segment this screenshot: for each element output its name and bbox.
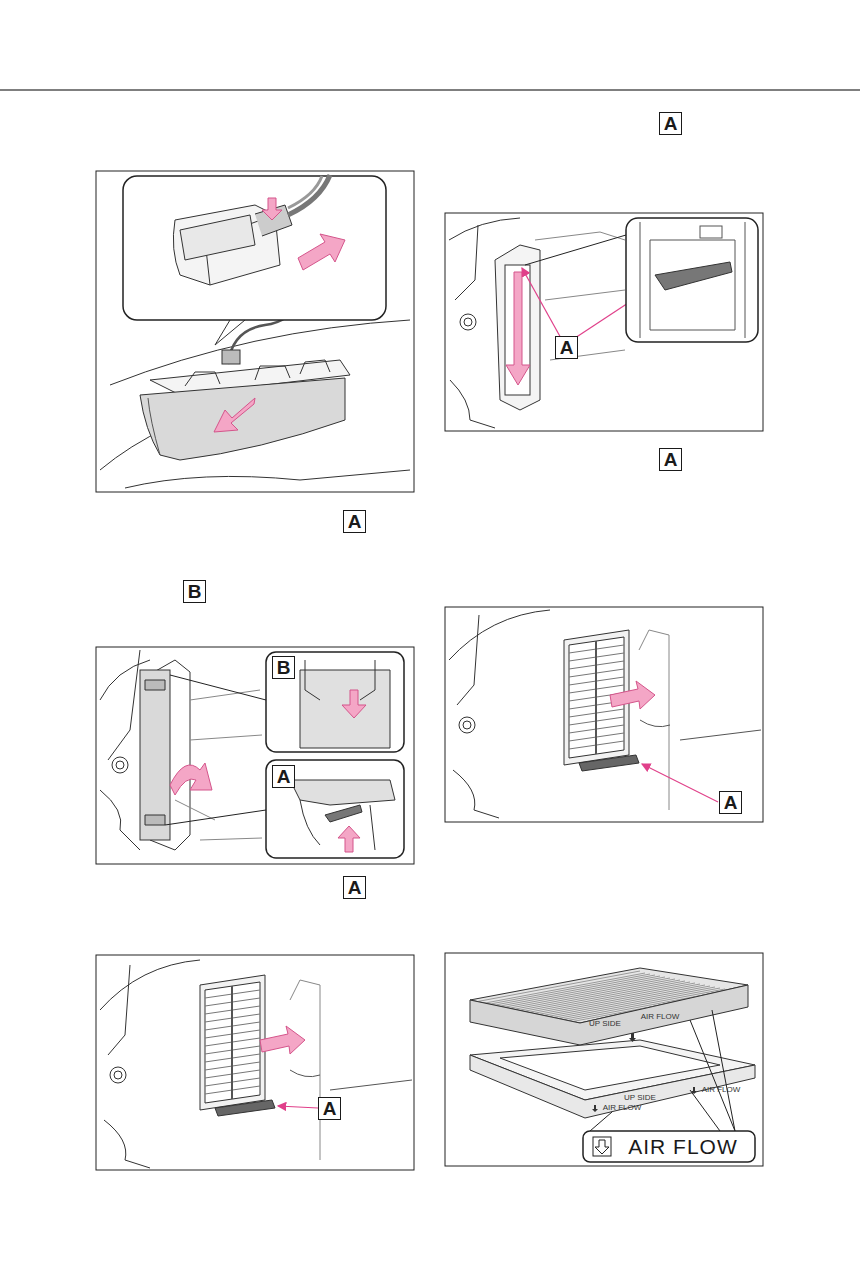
filter-marking: AIR FLOW (698, 1085, 744, 1095)
callout-letter: B (272, 656, 295, 679)
filter-marking: UP SIDE (585, 1019, 625, 1029)
callout-letter: A (555, 336, 578, 359)
panel-5-art (449, 610, 761, 818)
filter-marking: AIR FLOW (637, 1012, 683, 1022)
panel-4-art (449, 218, 758, 428)
callout-letter: A (659, 448, 682, 471)
callout-letter: A (343, 876, 366, 899)
panel-3-art (100, 960, 412, 1168)
panel-1-art (100, 175, 410, 488)
callout-letter: A (343, 510, 366, 533)
panel-frames (96, 171, 763, 1170)
callout-letter: A (659, 112, 682, 135)
panel-2-art (100, 650, 404, 858)
filter-marking: AIR FLOW (599, 1103, 645, 1113)
header-rule (0, 89, 860, 91)
air-flow-callout: AIR FLOW (614, 1134, 752, 1159)
callout-letter: A (719, 791, 742, 814)
filter-marking: UP SIDE (620, 1093, 660, 1103)
panel-6-art (470, 968, 755, 1162)
callout-letter: A (318, 1097, 341, 1120)
callout-letter: A (272, 765, 295, 788)
callout-letter: B (183, 580, 206, 603)
